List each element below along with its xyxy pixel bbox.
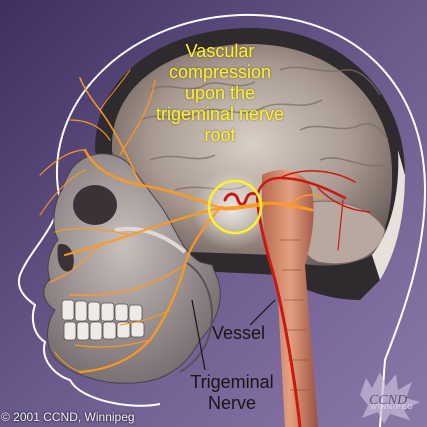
compression-annotation: Vascular compression upon the trigeminal… xyxy=(120,41,320,146)
annotation-line-3: upon the xyxy=(184,83,256,103)
watermark-subtext: WINNIPEG xyxy=(370,404,414,411)
watermark-leaf xyxy=(360,372,420,424)
annotation-line-5: root xyxy=(204,125,236,145)
annotation-line-4: trigeminal nerve xyxy=(155,104,285,124)
trigeminal-nerve xyxy=(39,69,323,374)
brain-folds xyxy=(139,66,389,191)
annotation-line-2: compression xyxy=(168,62,272,82)
brainstem xyxy=(262,170,318,427)
nerve-pointer-line xyxy=(191,299,206,371)
annotation-line-1: Vascular xyxy=(185,41,255,61)
nerve-label-line-2: Nerve xyxy=(207,393,256,413)
nerve-label-line-1: Trigeminal xyxy=(190,372,274,392)
trigeminal-nerve-label: Trigeminal Nerve xyxy=(172,372,292,414)
compression-callout-circle xyxy=(207,179,263,235)
teeth xyxy=(61,299,145,341)
watermark-logo-text: CCND xyxy=(369,393,407,408)
copyright-credit: © 2001 CCND, Winnipeg xyxy=(1,410,135,424)
vessel-label: Vessel xyxy=(212,323,266,343)
head-outline xyxy=(17,13,427,427)
vessel-pointer-line xyxy=(249,299,276,326)
